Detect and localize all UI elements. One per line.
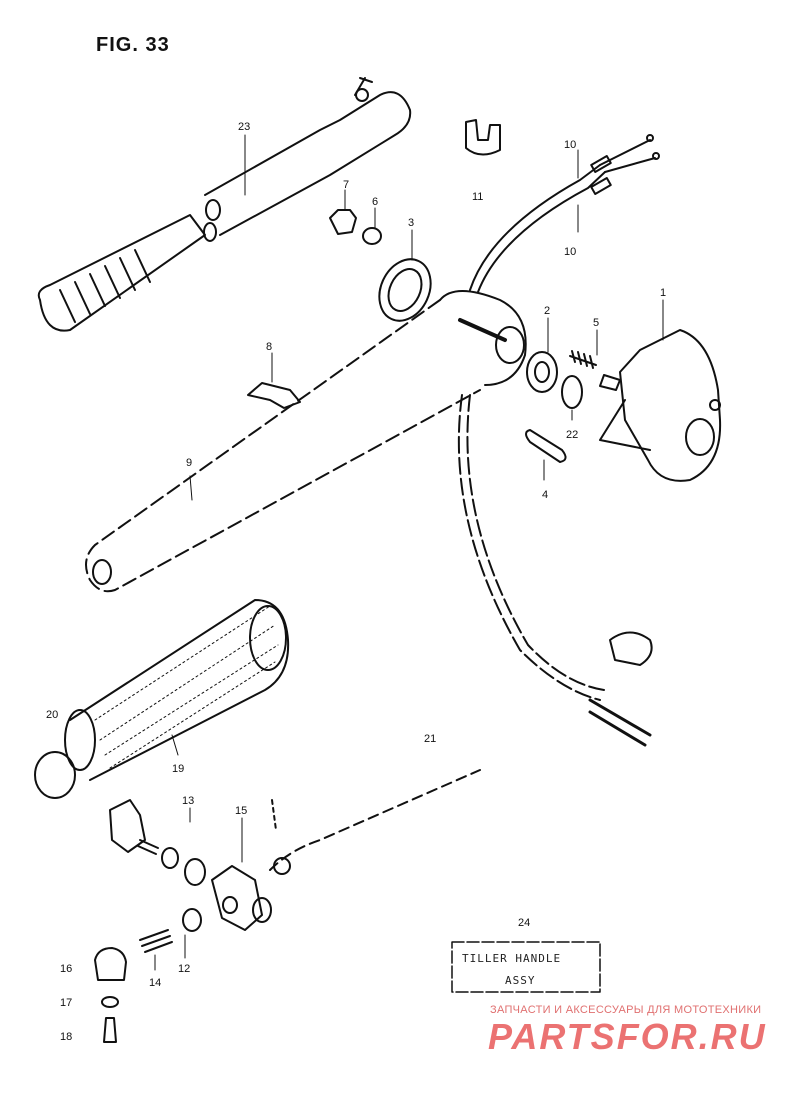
part-15-block — [211, 799, 277, 931]
callout: 5 — [593, 317, 599, 329]
part-16-cap — [94, 947, 127, 981]
part-20-end-cap — [34, 709, 96, 799]
part-11-clip — [465, 119, 501, 156]
callout: 3 — [408, 217, 414, 229]
part-17-washer — [101, 996, 119, 1008]
callout: 2 — [544, 305, 550, 317]
part-14-spring — [139, 929, 173, 953]
callout: 24 — [518, 917, 530, 929]
callout: 10 — [564, 246, 576, 258]
callout: 18 — [60, 1031, 72, 1043]
callout: 8 — [266, 341, 272, 353]
part-19-handle-grip — [69, 599, 290, 781]
callout: 17 — [60, 997, 72, 1009]
label-box-line1: TILLER HANDLE — [462, 952, 561, 965]
part-23-throttle-grip — [37, 77, 412, 332]
part-6-washer — [362, 227, 382, 245]
callout-labels: 23 7 6 3 11 10 10 1 2 5 8 22 4 9 20 19 2… — [46, 121, 666, 1043]
callout: 6 — [372, 196, 378, 208]
part-8-clamp — [247, 382, 301, 409]
watermark-logo: PARTSFOR.RU — [488, 1016, 767, 1057]
callout: 15 — [235, 805, 247, 817]
part-3-washer — [378, 258, 432, 322]
callout: 12 — [178, 963, 190, 975]
callout: 11 — [472, 191, 483, 203]
callout: 9 — [186, 457, 192, 469]
callout: 14 — [149, 977, 161, 989]
callout: 7 — [343, 179, 349, 191]
callout: 10 — [564, 139, 576, 151]
callout: 20 — [46, 709, 58, 721]
label-box-line2: ASSY — [505, 974, 536, 987]
part-12-washer — [182, 908, 202, 932]
part-5-spring — [569, 350, 597, 369]
figure-title: FIG. 33 — [96, 34, 170, 56]
callout: 22 — [566, 429, 578, 441]
callout: 4 — [542, 489, 548, 501]
part-21-cord — [269, 394, 653, 875]
part-1-housing — [599, 329, 722, 482]
part-7-nut — [329, 209, 357, 235]
callout: 1 — [660, 287, 666, 299]
callout: 21 — [424, 733, 436, 745]
part-18-screw — [103, 1017, 117, 1043]
part-10-cables — [469, 134, 660, 293]
label-box-frame — [451, 941, 601, 993]
part-4-pin — [525, 429, 567, 463]
part-2-bearing — [526, 351, 558, 393]
part-9-tiller-arm — [85, 290, 527, 593]
callout: 19 — [172, 763, 184, 775]
watermark-tagline: ЗАПЧАСТИ И АКСЕССУАРЫ ДЛЯ МОТОТЕХНИКИ — [490, 1004, 762, 1016]
callout: 23 — [238, 121, 250, 133]
part-22-ring — [561, 375, 583, 409]
part-13-switch — [109, 799, 206, 886]
part-5b-spring-end — [599, 374, 621, 391]
leader-lines — [154, 134, 664, 971]
callout: 13 — [182, 795, 194, 807]
callout: 16 — [60, 963, 72, 975]
